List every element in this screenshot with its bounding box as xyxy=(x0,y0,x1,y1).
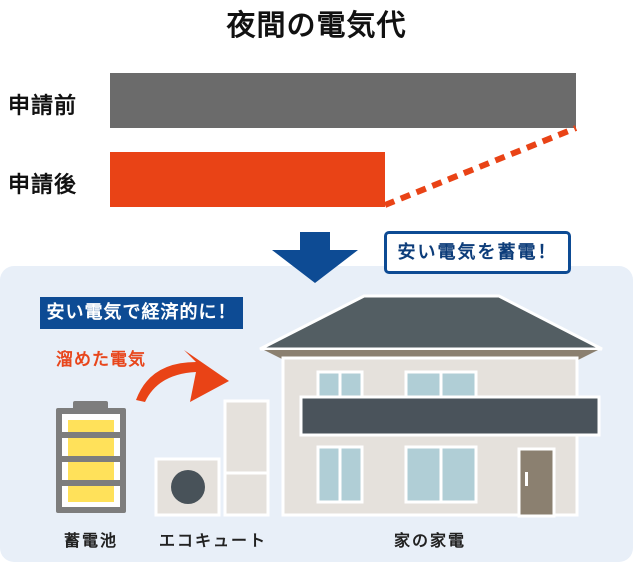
bar-label-after: 申請後 xyxy=(8,173,78,198)
house-icon xyxy=(259,294,603,518)
door xyxy=(517,447,556,518)
economical-tag: 安い電気で経済的に！ xyxy=(40,297,243,329)
balcony xyxy=(299,395,601,437)
down-arrow-icon xyxy=(272,232,358,283)
caption-ecocute: エコキュート xyxy=(158,531,267,550)
caption-home-appliances: 家の家電 xyxy=(393,531,466,550)
page-title: 夜間の電気代 xyxy=(226,8,407,42)
callout-store-cheap-power: 安い電気を蓄電！ xyxy=(384,231,571,274)
caption-battery: 蓄電池 xyxy=(63,531,118,550)
bar-after xyxy=(110,152,385,207)
reduction-dashed-line xyxy=(383,125,578,208)
stored-electricity-label: 溜めた電気 xyxy=(56,350,146,370)
bar-before xyxy=(110,73,576,128)
roof xyxy=(259,294,603,351)
heat-pump-water-heater-icon xyxy=(154,399,270,517)
door-handle xyxy=(525,472,528,486)
battery-icon xyxy=(56,401,126,513)
curved-arrow-icon xyxy=(136,350,229,402)
bar-label-before: 申請前 xyxy=(8,94,78,119)
